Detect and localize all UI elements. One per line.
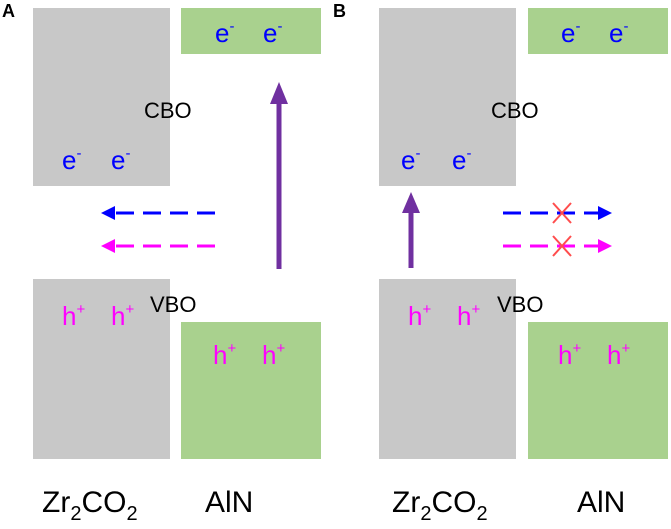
hole-symbol: h+ xyxy=(607,340,630,370)
material-label-aln: AlN xyxy=(205,486,253,519)
hole-symbol: h+ xyxy=(111,301,134,331)
panel-label-a: A xyxy=(2,1,15,21)
zr2co2-valence-band xyxy=(33,279,170,459)
aln-valence-band xyxy=(181,322,321,459)
electron-symbol: e- xyxy=(401,145,420,175)
aln-conduction-band xyxy=(528,8,668,54)
hole-symbol: h+ xyxy=(262,340,285,370)
cbo-label: CBO xyxy=(491,98,539,123)
electron-symbol: e- xyxy=(561,18,580,48)
electron-symbol: e- xyxy=(62,145,81,175)
material-label-zr2co2: Zr2CO2 xyxy=(392,486,488,525)
hole-symbol: h+ xyxy=(62,301,85,331)
vbo-label: VBO xyxy=(150,292,196,317)
zr2co2-conduction-band xyxy=(379,8,516,186)
aln-valence-band xyxy=(528,322,668,459)
electron-symbol: e- xyxy=(452,145,471,175)
electron-symbol: e- xyxy=(215,18,234,48)
hole-symbol: h+ xyxy=(408,301,431,331)
arrow-head xyxy=(101,239,115,253)
hole-symbol: h+ xyxy=(558,340,581,370)
panel-b: B e- e- CBO e- e- h+ h+ VBO xyxy=(333,1,668,525)
arrow-head xyxy=(402,192,420,213)
blocked-x-icon xyxy=(552,235,572,257)
zr2co2-conduction-band xyxy=(33,8,170,186)
electron-symbol: e- xyxy=(263,18,282,48)
zr2co2-valence-band xyxy=(379,279,516,459)
material-label-aln: AlN xyxy=(577,486,625,519)
panel-a: A e- e- e- e- CBO h+ h+ VBO h+ h+ xyxy=(2,1,321,525)
aln-conduction-band xyxy=(181,8,321,54)
arrow-head xyxy=(598,206,612,220)
panel-label-b: B xyxy=(333,1,346,21)
arrow-head xyxy=(101,206,115,220)
arrow-head xyxy=(270,82,288,104)
blocked-x-icon xyxy=(552,202,572,224)
hole-symbol: h+ xyxy=(213,340,236,370)
arrow-head xyxy=(598,239,612,253)
vbo-label: VBO xyxy=(497,292,543,317)
material-label-zr2co2: Zr2CO2 xyxy=(42,486,138,525)
hole-symbol: h+ xyxy=(457,301,480,331)
electron-symbol: e- xyxy=(609,18,628,48)
cbo-label: CBO xyxy=(144,98,192,123)
electron-symbol: e- xyxy=(111,145,130,175)
